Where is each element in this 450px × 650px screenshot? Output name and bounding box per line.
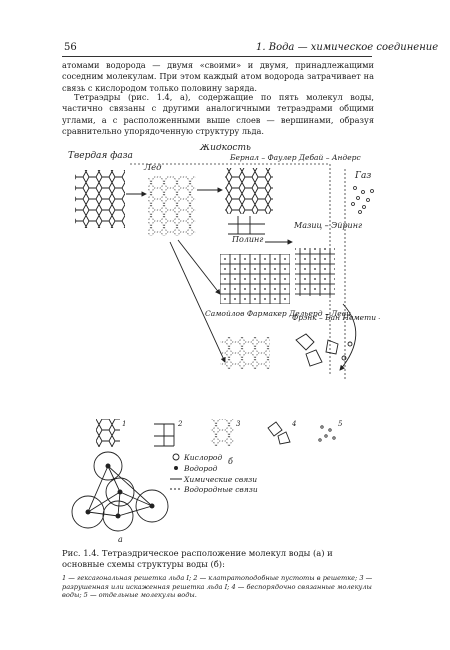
bernal-hex-lattice <box>225 168 273 214</box>
pauling-clathrate-grid <box>220 254 290 304</box>
scheme-label-3: 3 <box>236 420 241 428</box>
bernal-label: Бернал – Фаулер Дебай – Андерс <box>229 153 361 162</box>
legend-hydrogen: Водород <box>183 464 218 473</box>
page-number: 56 <box>64 42 77 53</box>
scheme-4-disorder <box>267 421 291 445</box>
ice-label: Лед <box>143 163 162 173</box>
frank-clusters <box>295 333 353 367</box>
gas-label: Газ <box>354 171 371 181</box>
solid-phase-label: Твердая фаза <box>68 151 133 161</box>
paragraph-2: Тетраэдры (рис. 1.4, а), содержащие по п… <box>62 92 374 137</box>
solid-hex-lattice <box>75 170 125 228</box>
ice-dotted-lattice <box>148 176 196 236</box>
samoilov-lattice <box>220 336 270 370</box>
scheme-label-2: 2 <box>177 420 183 428</box>
frank-label: Фрэнк – Бан Немети – Шерага <box>292 313 380 322</box>
scheme-3-dotted <box>210 419 234 447</box>
scheme-label-4: 4 <box>291 420 296 428</box>
pauling-label: Полинг <box>231 235 263 244</box>
legend-chemical-bond: Химические связи <box>183 475 257 484</box>
legend-hydrogen-bond: Водородные связи <box>183 485 258 494</box>
scheme-label-1: 1 <box>122 420 126 428</box>
mazza-label: Мазиц – Эйринг <box>293 221 362 230</box>
scheme-5-molecules <box>318 425 336 442</box>
bernal-grid-lines <box>228 216 265 235</box>
panel-b-label: б <box>228 457 233 466</box>
oxygen-legend-icon <box>172 453 180 461</box>
transition-arrows <box>126 187 293 363</box>
scheme-1-hex <box>96 419 120 447</box>
water-structure-figure: Жидкость Твердая фаза Лед Бернал – Фауле… <box>68 144 380 544</box>
hydrogen-legend-icon <box>174 466 178 470</box>
paragraph-1: атомами водорода — двумя «своими» и двум… <box>62 60 374 93</box>
tetrahedron-diagram <box>71 451 169 532</box>
panel-a-label: а <box>118 535 123 544</box>
chapter-title: 1. Вода — химическое соединение <box>256 42 439 53</box>
legend-oxygen: Кислород <box>183 453 222 462</box>
frank-arrow <box>339 303 357 371</box>
liquid-label: Жидкость <box>199 144 251 153</box>
figure-caption: Рис. 1.4. Тетраэдрическое расположение м… <box>62 548 374 570</box>
caption-legend: 1 — гексагональная решетка льда I; 2 — к… <box>62 574 373 600</box>
samoilov-label: Самойлов Фармакер Дельерд – Леви <box>205 309 351 318</box>
gas-molecules <box>351 186 374 214</box>
mazza-grid <box>295 248 335 296</box>
scheme-label-5: 5 <box>338 420 343 428</box>
scheme-2-grid <box>154 423 175 447</box>
header-rule <box>62 56 372 57</box>
caption-title: Рис. 1.4. Тетраэдрическое расположение м… <box>62 548 333 569</box>
